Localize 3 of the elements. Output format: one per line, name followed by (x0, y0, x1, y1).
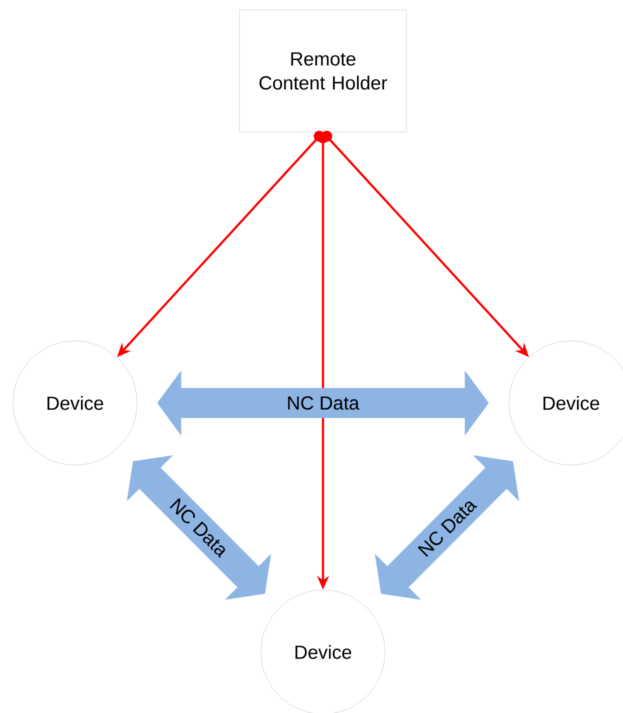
content-box: Remote Content Holder (239, 10, 407, 132)
edge-label: NC Data (284, 394, 362, 412)
edge-label: NC Data (414, 494, 480, 561)
